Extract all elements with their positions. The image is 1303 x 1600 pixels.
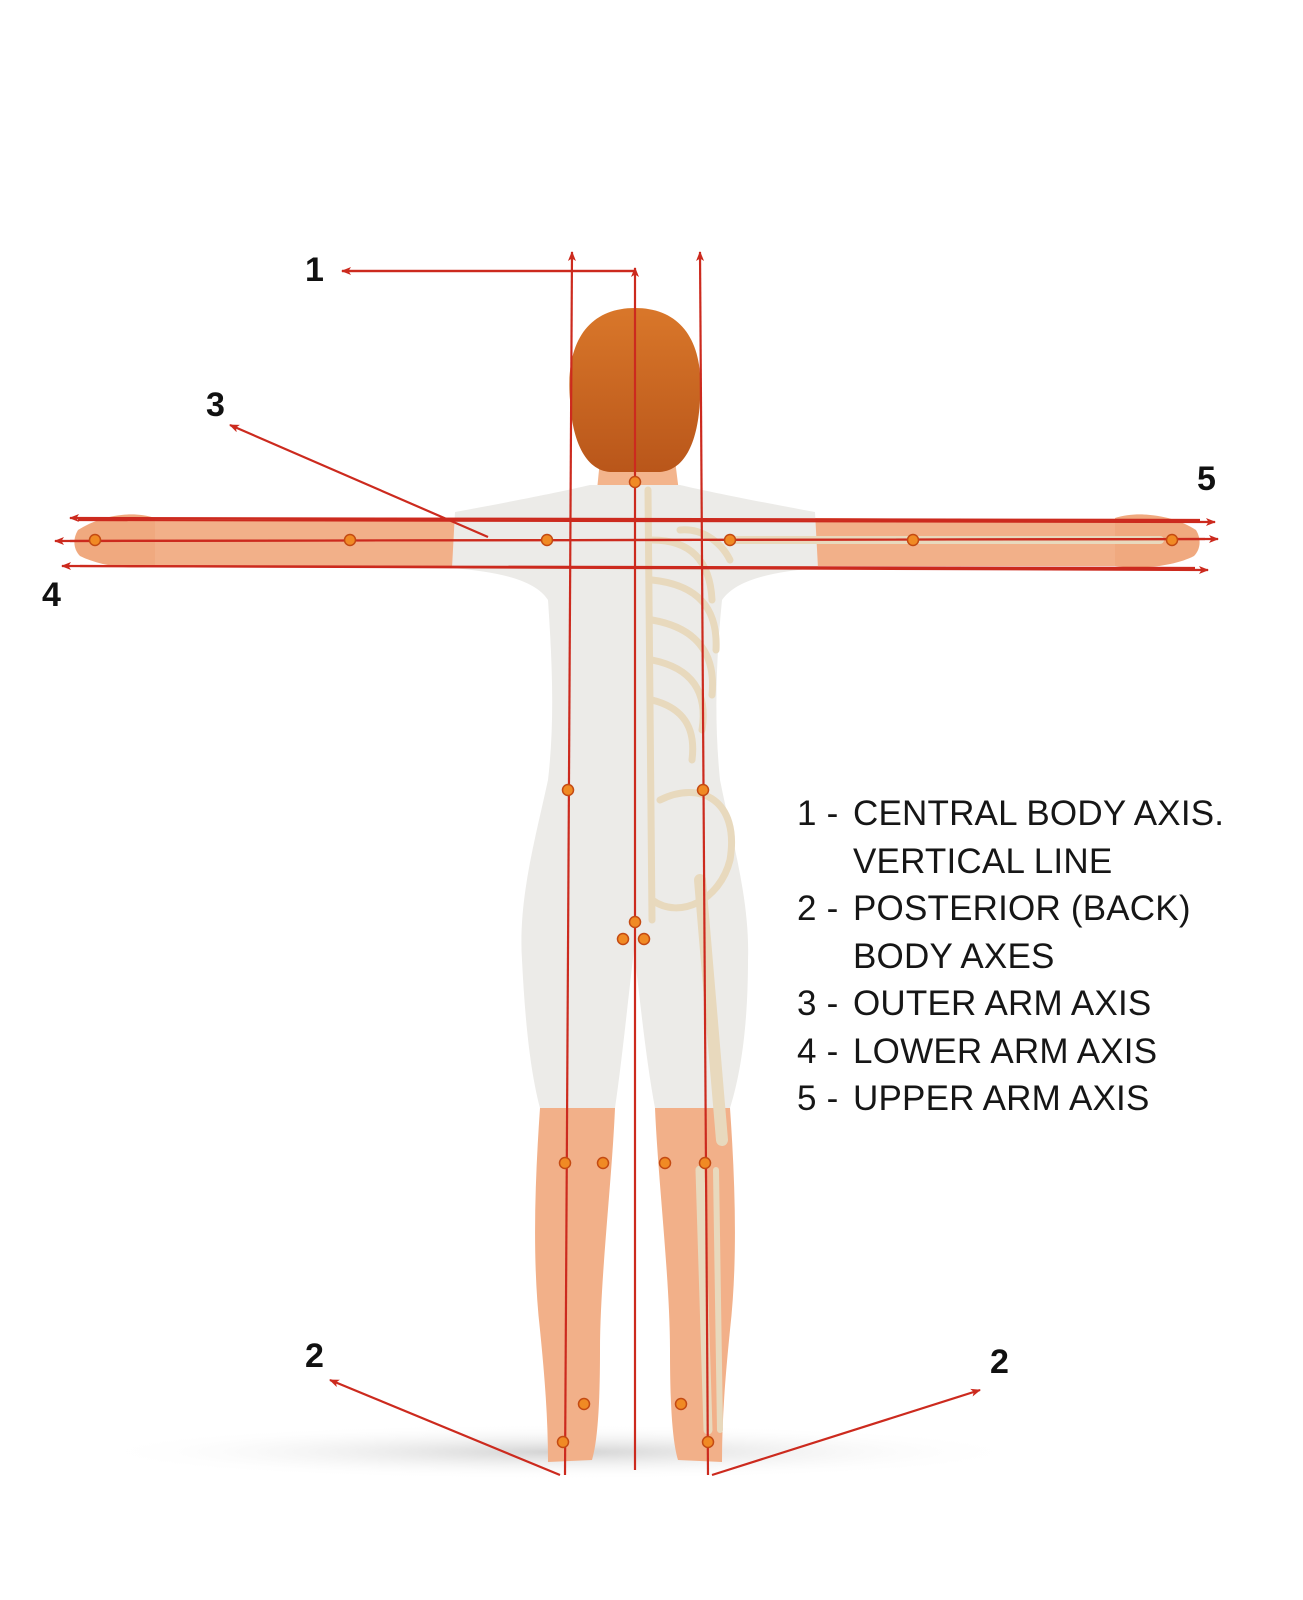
lower-arm-axis-left [61,562,1196,571]
label-axis-2-right: 2 [990,1343,1009,1381]
label-axis-3: 3 [206,386,225,424]
mid-arm-axis-left [54,536,1206,545]
legend-text: LOWER ARM AXIS [853,1031,1158,1071]
label-axis-4: 4 [42,576,61,614]
posterior-axis-right-pointer [711,1388,981,1477]
left-leg [535,1108,615,1462]
legend-text: CENTRAL BODY AXIS. [853,794,1225,833]
left-arm [96,518,455,566]
joint-marker [674,1397,688,1411]
joint-marker [628,475,642,489]
joint-marker [88,533,102,547]
legend-item-3: 3 - OUTER ARM AXIS [797,980,1277,1028]
joint-marker [343,533,357,547]
legend-text: POSTERIOR (BACK) [853,889,1191,928]
legend-key: 2 - [797,889,839,928]
posterior-axis-left-pointer [329,1378,561,1477]
joint-marker [577,1397,591,1411]
label-axis-5: 5 [1197,460,1216,498]
legend-key: 3 - [797,984,839,1023]
legend-text: UPPER ARM AXIS [853,1079,1150,1118]
joint-marker [696,783,710,797]
legend-text: OUTER ARM AXIS [853,984,1152,1023]
legend-item-4: 4 - LOWER ARM AXIS [797,1028,1277,1076]
joint-marker [540,533,554,547]
upper-arm-axis-right [77,517,1216,526]
joint-marker [1165,533,1179,547]
joint-marker [723,533,737,547]
joint-marker [616,932,630,946]
legend-text: BODY AXES [853,936,1055,976]
legend: 1 - CENTRAL BODY AXIS. VERTICAL LINE 2 -… [797,790,1277,1123]
joint-marker [906,533,920,547]
posterior-axis-right-line [696,251,710,1476]
joint-markers [88,475,1179,1449]
joint-marker [556,1435,570,1449]
joint-marker [558,1156,572,1170]
label-axis-2-left: 2 [305,1337,324,1375]
joint-marker [596,1156,610,1170]
joint-marker [637,932,651,946]
legend-key: 1 - [797,794,839,833]
joint-marker [698,1156,712,1170]
axis-lines [54,251,1219,1477]
legend-item-2: 2 - POSTERIOR (BACK) BODY AXES [797,885,1277,980]
posterior-axis-left-line [563,251,576,1476]
joint-marker [628,915,642,929]
joint-marker [561,783,575,797]
upper-arm-axis-left [69,514,1201,523]
legend-key: 4 - [797,1031,839,1071]
label-axis-1: 1 [305,251,324,289]
legend-item-5: 5 - UPPER ARM AXIS [797,1075,1277,1123]
legend-item-1: 1 - CENTRAL BODY AXIS. VERTICAL LINE [797,790,1277,885]
joint-marker [658,1156,672,1170]
joint-marker [701,1435,715,1449]
legend-text: VERTICAL LINE [853,841,1113,881]
legend-key: 5 - [797,1079,839,1118]
